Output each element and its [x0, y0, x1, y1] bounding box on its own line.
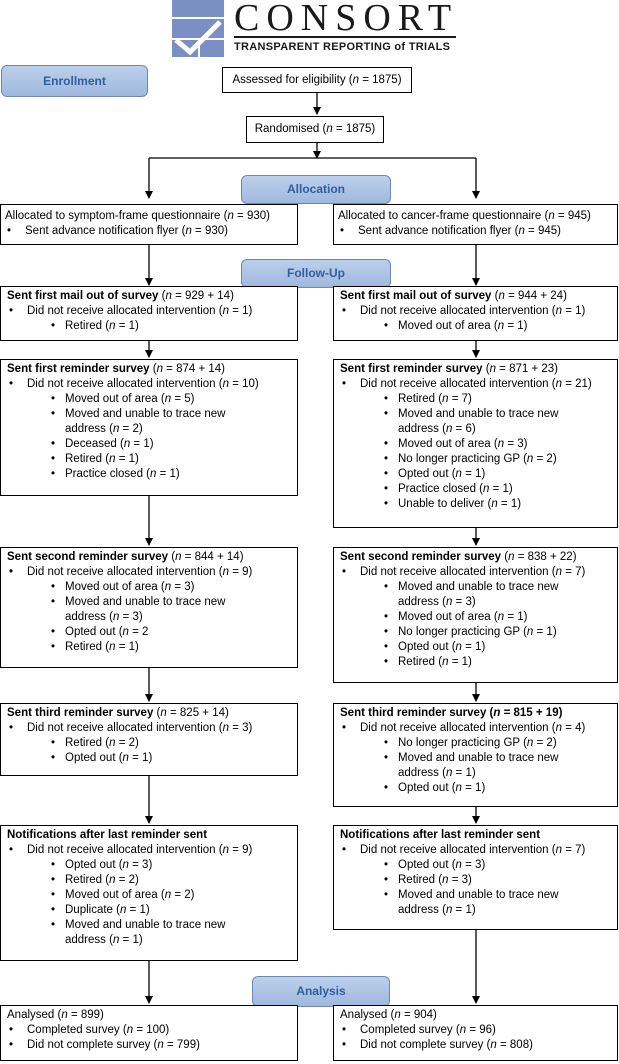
left-allocation-box: Allocated to symptom-frame questionnaire…: [0, 204, 298, 245]
stage-enrollment: Enrollment: [1, 65, 148, 97]
randomised-box: Randomised (n = 1875): [246, 116, 384, 143]
right-analysed-box: Analysed (n = 904) Completed survey (n =…: [333, 1005, 618, 1061]
logo-tagline: TRANSPARENT REPORTING of TRIALS: [234, 41, 451, 53]
logo-rule: [234, 36, 456, 38]
right-notifications-box: Notifications after last reminder sent D…: [333, 825, 618, 930]
left-notifications-box: Notifications after last reminder sent D…: [0, 825, 298, 961]
right-first-reminder-box: Sent first reminder survey (n = 871 + 23…: [333, 359, 618, 528]
stage-followup: Follow-Up: [241, 259, 391, 288]
right-second-reminder-box: Sent second reminder survey (n = 838 + 2…: [333, 547, 618, 683]
stage-allocation: Allocation: [241, 175, 391, 204]
right-third-reminder-box: Sent third reminder survey (n = 815 + 19…: [333, 703, 618, 807]
assessed-box: Assessed for eligibility (n = 1875): [222, 67, 412, 93]
left-third-reminder-box: Sent third reminder survey (n = 825 + 14…: [0, 703, 298, 776]
left-first-reminder-box: Sent first reminder survey (n = 874 + 14…: [0, 359, 298, 496]
right-allocation-box: Allocated to cancer-frame questionnaire …: [333, 204, 618, 245]
left-second-reminder-box: Sent second reminder survey (n = 844 + 1…: [0, 547, 298, 668]
consort-logo: CONSORT TRANSPARENT REPORTING of TRIALS: [170, 0, 470, 60]
right-first-mail-box: Sent first mail out of survey (n = 944 +…: [333, 286, 618, 341]
stage-analysis: Analysis: [252, 976, 390, 1007]
left-analysed-box: Analysed (n = 899) Completed survey (n =…: [0, 1005, 298, 1061]
consort-checkmark-icon: [172, 0, 224, 57]
logo-wordmark: CONSORT: [234, 0, 459, 39]
left-first-mail-box: Sent first mail out of survey (n = 929 +…: [0, 286, 298, 341]
